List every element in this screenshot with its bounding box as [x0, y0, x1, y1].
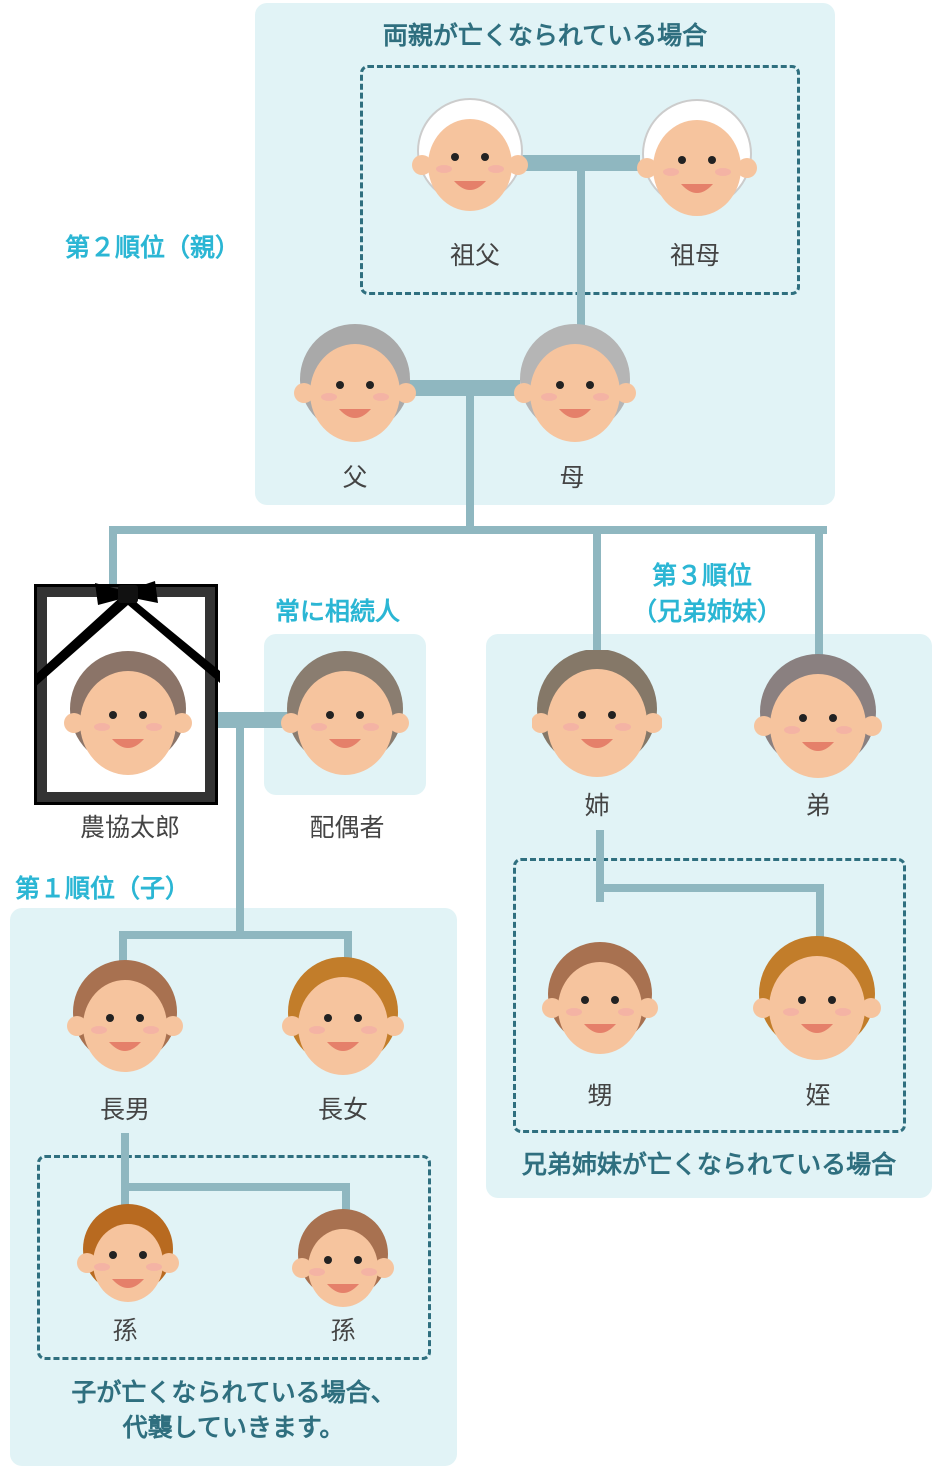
grandchildren-horizontal-line	[121, 1183, 350, 1191]
order-3-label: 第３順位	[652, 561, 753, 590]
siblings-horizontal-line	[109, 526, 827, 534]
sister-face-icon	[531, 649, 663, 780]
father-face-icon	[290, 320, 420, 450]
son-up-line	[119, 931, 127, 965]
niece-label: 姪	[805, 1081, 831, 1110]
nephew-label: 甥	[587, 1081, 613, 1110]
spouse-link	[215, 712, 290, 728]
deceased-label: 農協太郎	[79, 813, 181, 842]
eldest-daughter-face-icon	[278, 953, 408, 1083]
grandchild-1-label: 孫	[112, 1316, 138, 1345]
mother-label: 母	[559, 463, 585, 492]
nephew-face-icon	[535, 935, 665, 1065]
sister-down-line	[596, 830, 604, 902]
grandfather-face-icon	[405, 92, 535, 222]
grandchild-2-face-icon	[278, 1195, 408, 1325]
daughter-up-line	[344, 931, 352, 965]
siblings-note: 兄弟姉妹が亡くなられている場合	[521, 1150, 897, 1179]
brother-label: 弟	[805, 791, 831, 820]
brother-face-icon	[753, 653, 883, 783]
children-note-line-2: 代襲していきます。	[122, 1413, 345, 1442]
deceased-face-icon	[63, 650, 193, 780]
parents-note: 両親が亡くなられている場合	[382, 21, 708, 50]
spouse-always-heir-label: 常に相続人	[275, 597, 401, 626]
grandmother-face-icon	[632, 95, 762, 225]
children-down-line	[236, 720, 244, 939]
children-note-line-1: 子が亡くなられている場合、	[71, 1378, 396, 1407]
spouse-label: 配偶者	[309, 813, 385, 842]
niece-up-line	[816, 884, 824, 940]
niece-face-icon	[752, 935, 882, 1065]
grandchild-1-face-icon	[63, 1190, 193, 1320]
order-3-sub-label: （兄弟姉妹）	[632, 597, 783, 626]
nephews-dashed-box	[513, 858, 906, 1133]
father-label: 父	[342, 463, 368, 492]
son-down-line	[121, 1133, 129, 1208]
mother-face-icon	[510, 320, 640, 450]
eldest-son-label: 長男	[99, 1095, 151, 1124]
children-horizontal-line	[119, 931, 352, 939]
grandchildren-dashed-box	[37, 1155, 431, 1360]
eldest-daughter-label: 長女	[317, 1095, 369, 1124]
grandfather-label: 祖父	[449, 241, 501, 270]
brother-up-line	[815, 526, 823, 660]
mourning-ribbon-icon	[35, 581, 220, 687]
parents-down-line	[466, 388, 474, 534]
nephews-horizontal-line	[596, 884, 824, 892]
sister-up-line	[593, 526, 601, 660]
grandparents-to-mother-line	[577, 163, 585, 333]
sister-label: 姉	[584, 791, 610, 820]
parents-link	[405, 380, 520, 396]
grandchild-2-up-line	[342, 1183, 350, 1220]
order-1-label: 第１順位（子）	[15, 874, 191, 903]
spouse-face-icon	[280, 650, 410, 780]
order-2-label: 第２順位（親）	[65, 233, 241, 262]
eldest-son-face-icon	[60, 953, 190, 1083]
grandchild-2-label: 孫	[330, 1316, 356, 1345]
deceased-up-line	[109, 526, 117, 588]
grandmother-label: 祖母	[669, 241, 721, 270]
